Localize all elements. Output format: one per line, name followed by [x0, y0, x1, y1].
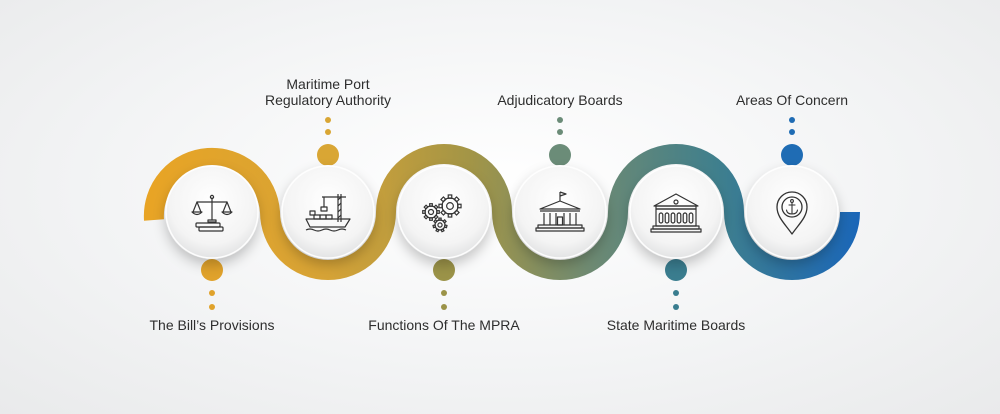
connector-small-dot	[325, 117, 331, 123]
stage-node-1	[165, 165, 259, 310]
wave-connector	[143, 144, 860, 280]
stage-node-4	[513, 117, 607, 259]
stage-label-6: Areas Of Concern	[735, 92, 849, 108]
connector-small-dot	[441, 290, 447, 296]
connector-small-dot	[325, 129, 331, 135]
connector-small-dot	[209, 290, 215, 296]
stage-node-5	[629, 165, 723, 310]
stage-label-1: The Bill’s Provisions	[149, 317, 275, 333]
cargo-ship-crane-icon	[305, 194, 351, 232]
scales-books-icon	[191, 194, 233, 232]
courthouse-flag-icon	[535, 191, 585, 232]
connector-small-dot	[673, 304, 679, 310]
stage-node-6	[745, 117, 839, 259]
stage-label-3: Functions Of The MPRA	[368, 317, 520, 333]
connector-dot	[317, 144, 339, 166]
anchor-location-pin-icon	[776, 191, 808, 235]
stage-label-5: State Maritime Boards	[606, 317, 746, 333]
connector-small-dot	[441, 304, 447, 310]
connector-small-dot	[557, 117, 563, 123]
connector-small-dot	[673, 290, 679, 296]
connector-small-dot	[789, 117, 795, 123]
connector-small-dot	[557, 129, 563, 135]
icon-disc	[281, 165, 375, 259]
connector-dot	[781, 144, 803, 166]
connector-dot	[549, 144, 571, 166]
connector-small-dot	[209, 304, 215, 310]
government-building-icon	[650, 193, 702, 233]
connector-dot	[201, 259, 223, 281]
connector-dot	[433, 259, 455, 281]
stage-node-3	[397, 165, 491, 310]
stage-label-4: Adjudicatory Boards	[497, 92, 623, 108]
icon-disc	[513, 165, 607, 259]
connector-small-dot	[789, 129, 795, 135]
icon-disc	[629, 165, 723, 259]
connector-dot	[665, 259, 687, 281]
gears-icon	[422, 194, 462, 233]
stage-node-2	[281, 117, 375, 259]
stage-label-2: Maritime Port Regulatory Authority	[264, 76, 392, 108]
